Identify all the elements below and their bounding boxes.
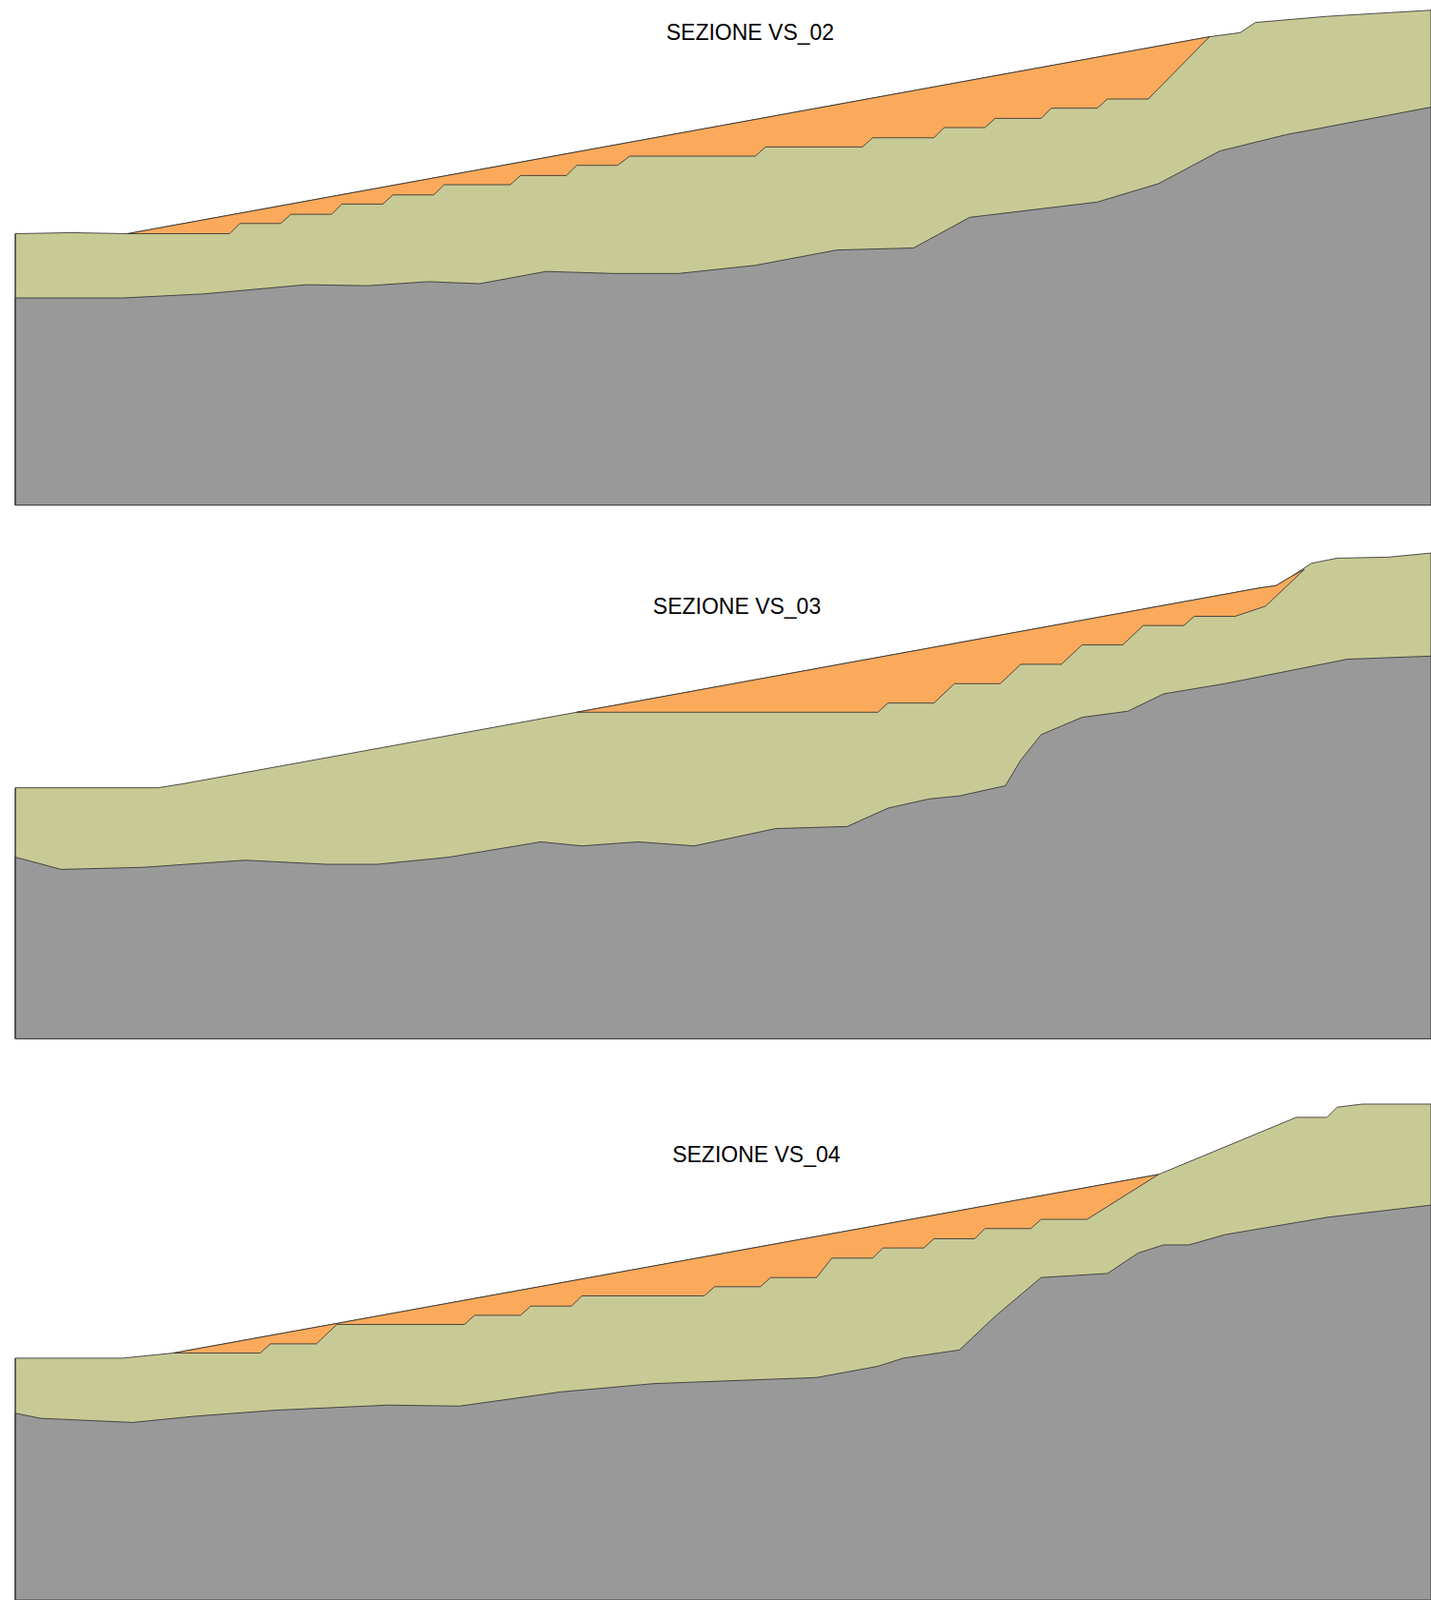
fill-layer <box>127 37 1210 235</box>
section-panel <box>15 10 1431 506</box>
fill-layer <box>173 1174 1159 1354</box>
fill-layer <box>576 569 1305 713</box>
soil-layer <box>15 10 1431 506</box>
section-edge <box>15 788 17 1040</box>
section-title: SEZIONE VS_02 <box>666 21 835 46</box>
section-panel <box>15 1104 1431 1600</box>
section-title: SEZIONE VS_04 <box>672 1143 840 1168</box>
bedrock-layer <box>15 107 1431 506</box>
section-edge <box>15 234 17 506</box>
section-edge <box>15 1358 17 1600</box>
section-title: SEZIONE VS_03 <box>653 595 821 619</box>
bedrock-layer <box>15 655 1431 1039</box>
soil-layer <box>15 553 1431 1039</box>
section-panel <box>15 553 1431 1039</box>
soil-layer <box>15 1104 1431 1600</box>
